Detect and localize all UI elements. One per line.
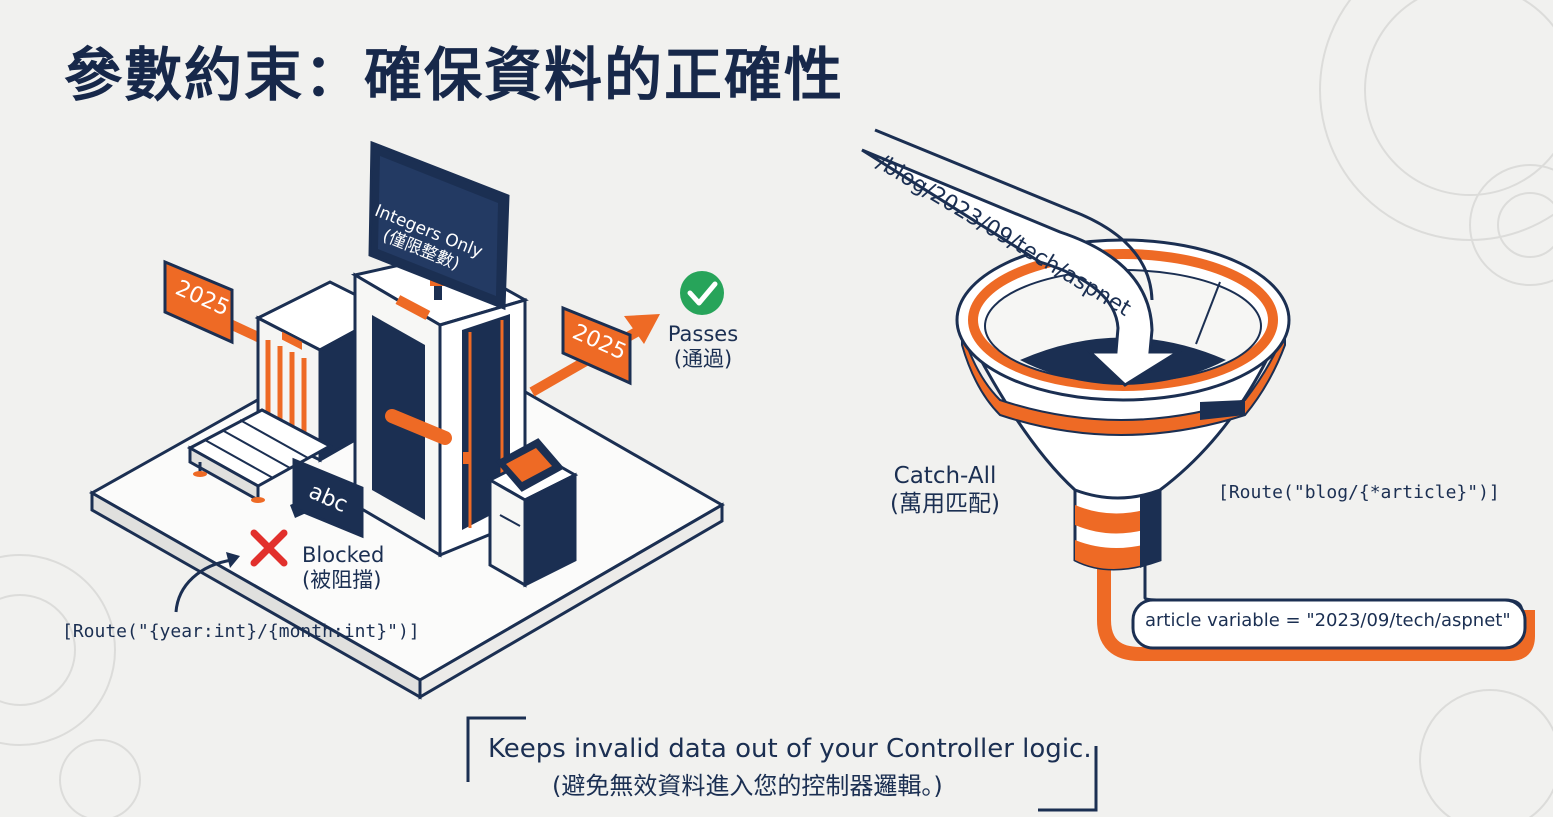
pointer-arrow bbox=[174, 552, 240, 613]
catch-all-label-zh: (萬用匹配) bbox=[890, 490, 1000, 517]
blocked-label: Blocked (被阻擋) bbox=[302, 543, 398, 593]
page-title: 參數約束：確保資料的正確性 bbox=[64, 41, 845, 109]
conveyor-belt bbox=[186, 408, 334, 503]
tag-abc bbox=[292, 457, 364, 539]
monitor bbox=[368, 140, 510, 311]
catch-all-route-code: [Route("blog/{*article}")] bbox=[1218, 482, 1500, 503]
footer-line-en: Keeps invalid data out of your Controlle… bbox=[488, 734, 1092, 764]
tag-2025-in bbox=[163, 259, 234, 345]
funnel-neck bbox=[1073, 488, 1162, 571]
blocked-label-en: Blocked bbox=[302, 543, 385, 567]
output-pipe bbox=[1097, 565, 1535, 661]
check-icon bbox=[680, 271, 724, 315]
tag-2025-out bbox=[561, 305, 632, 386]
catch-all-label: Catch-All (萬用匹配) bbox=[880, 463, 1010, 518]
note-brackets bbox=[466, 716, 1098, 812]
path-ribbon-arrow bbox=[861, 128, 1184, 387]
kiosk bbox=[486, 438, 579, 588]
footer-line-zh: (避免無效資料進入您的控制器邏輯。) bbox=[552, 772, 943, 800]
passes-label: Passes (通過) bbox=[660, 322, 746, 372]
cross-icon bbox=[250, 529, 288, 567]
catch-all-label-en: Catch-All bbox=[893, 463, 997, 489]
int-route-code: [Route("{year:int}/{month:int}")] bbox=[62, 621, 420, 642]
passes-label-zh: (通過) bbox=[673, 347, 733, 372]
article-variable-output: article variable = "2023/09/tech/aspnet" bbox=[1145, 610, 1511, 631]
footer-note: Keeps invalid data out of your Controlle… bbox=[466, 716, 1098, 812]
blocked-label-zh: (被阻擋) bbox=[302, 568, 382, 593]
passes-label-en: Passes bbox=[667, 322, 739, 346]
